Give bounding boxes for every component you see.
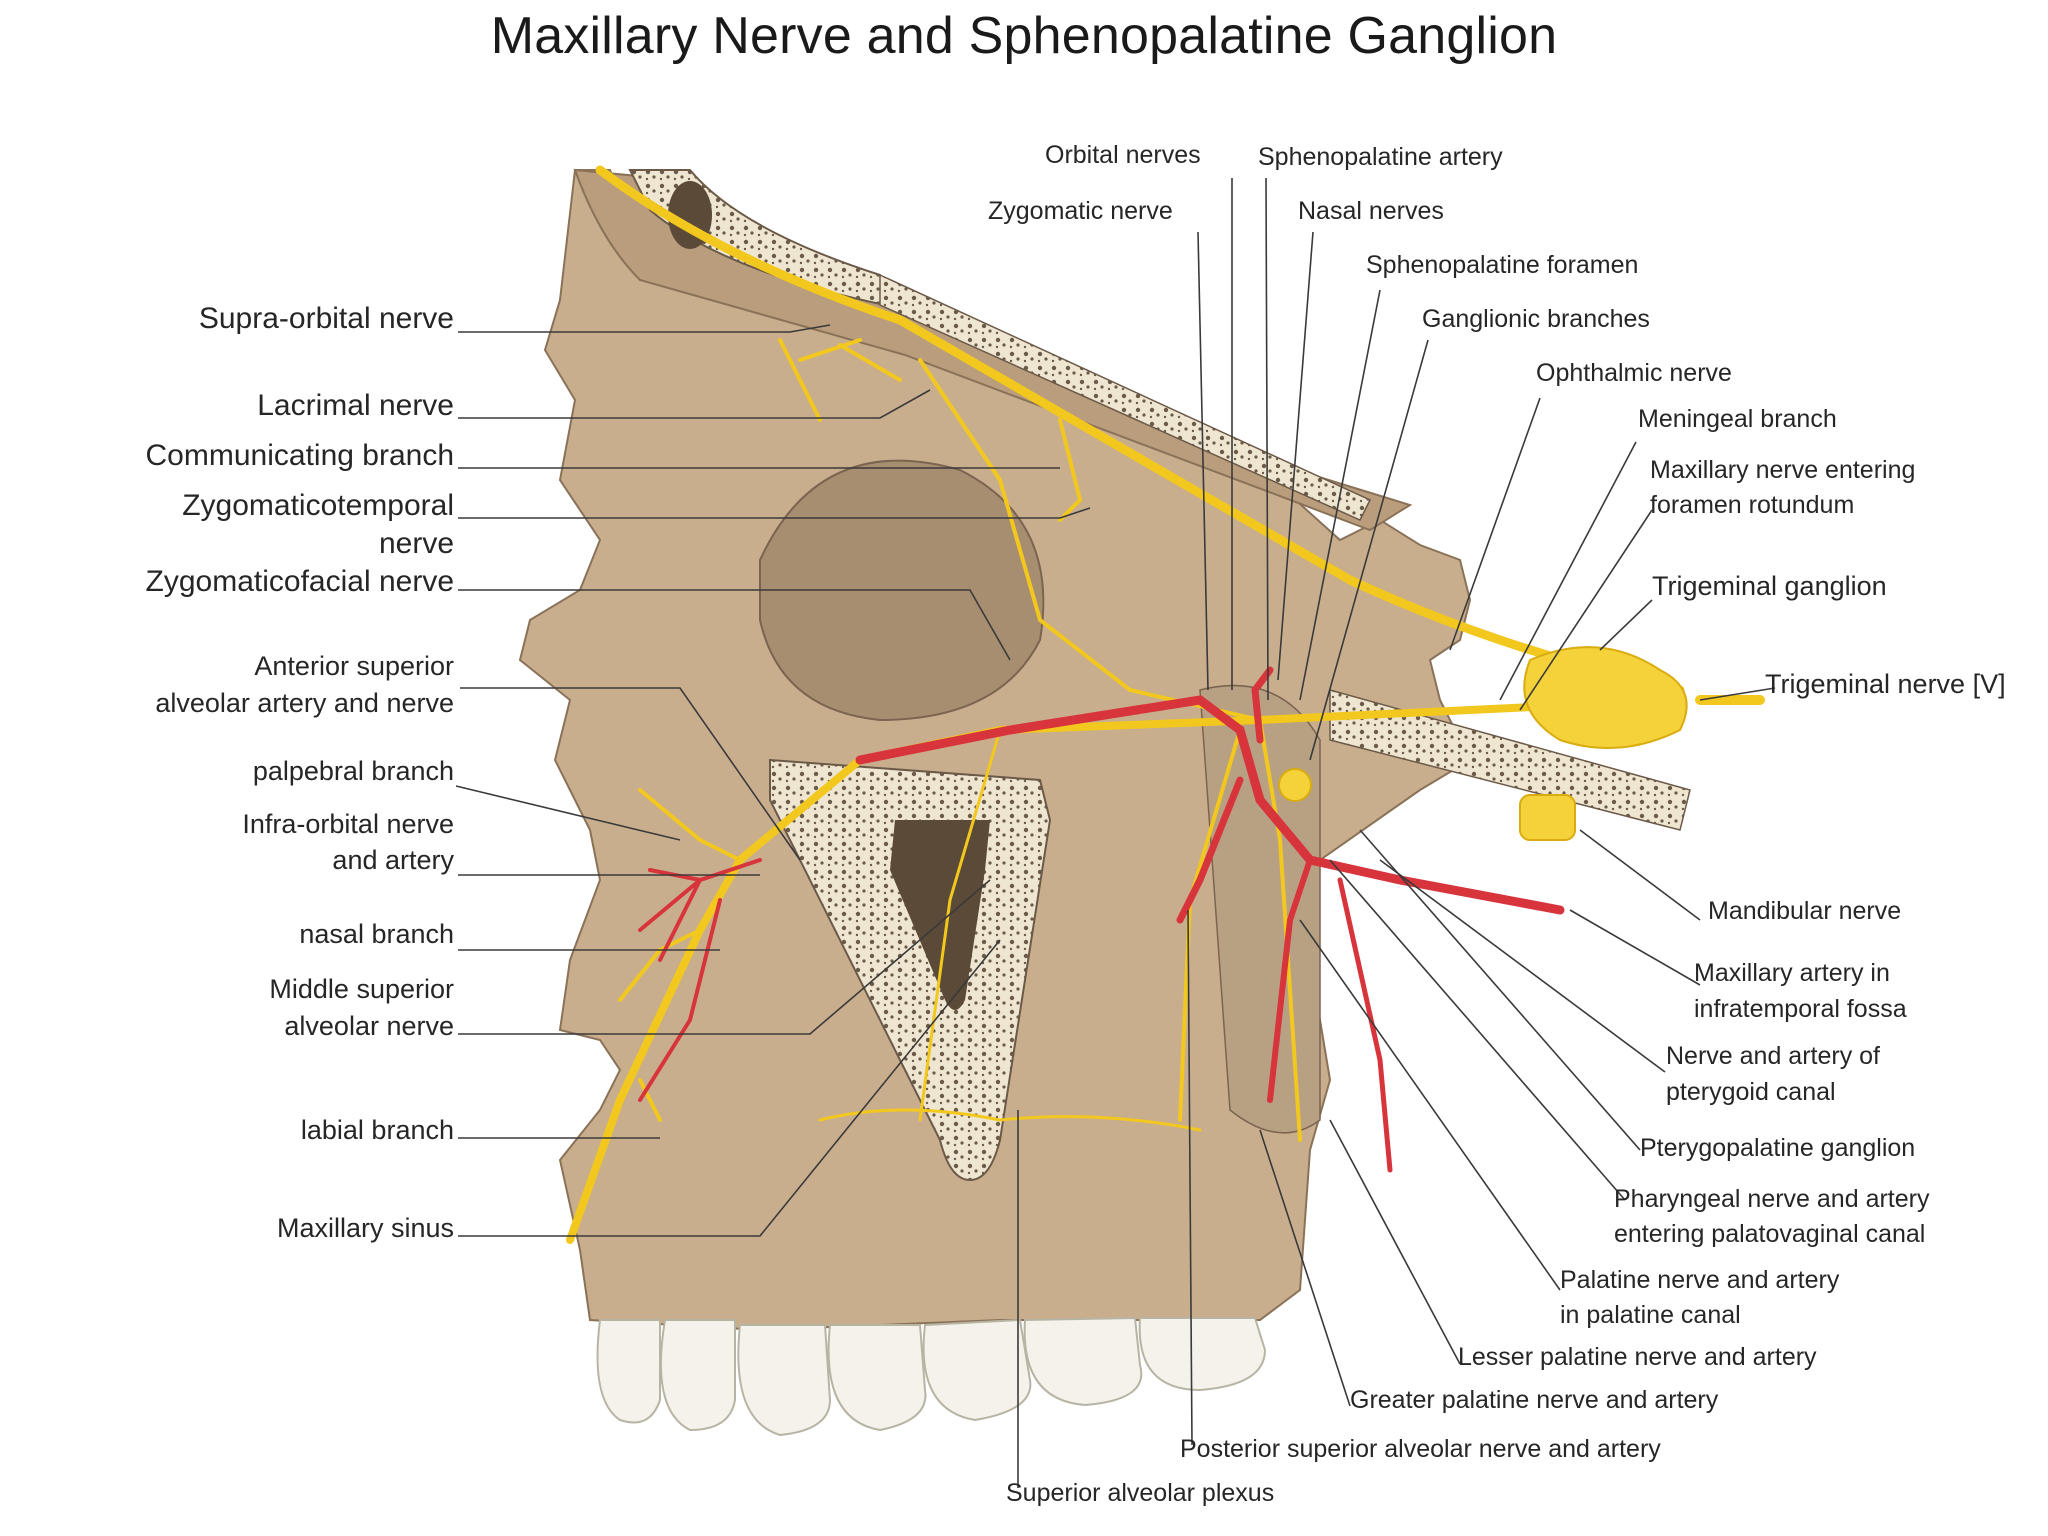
label-pterygoid-canal-2: pterygoid canal (1666, 1078, 1836, 1106)
label-ganglionic-branches: Ganglionic branches (1422, 305, 1650, 333)
label-lacrimal-nerve: Lacrimal nerve (257, 389, 454, 422)
label-middle-superior-2: alveolar nerve (284, 1011, 454, 1041)
label-supra-orbital-nerve: Supra-orbital nerve (198, 302, 454, 335)
label-palatine-canal-2: in palatine canal (1560, 1301, 1741, 1329)
label-nasal-branch: nasal branch (299, 919, 454, 949)
mandibular-nerve-stump (1519, 794, 1576, 841)
label-infra-orbital-1: Infra-orbital nerve (242, 809, 454, 839)
label-trigeminal-ganglion: Trigeminal ganglion (1652, 571, 1887, 601)
arteries (638, 666, 1565, 1173)
figure-title: Maxillary Nerve and Sphenopalatine Gangl… (490, 7, 1558, 65)
label-middle-superior-1: Middle superior (269, 974, 454, 1004)
label-trigeminal-nerve: Trigeminal nerve [V] (1765, 669, 2006, 699)
label-mandibular-nerve: Mandibular nerve (1708, 897, 1902, 925)
label-pterygopalatine-ganglion: Pterygopalatine ganglion (1640, 1134, 1916, 1162)
label-orbital-nerves: Orbital nerves (1045, 141, 1201, 169)
trigeminal-ganglion (1523, 646, 1688, 749)
label-sphenopalatine-foramen: Sphenopalatine foramen (1366, 251, 1639, 279)
label-pharyngeal-2: entering palatovaginal canal (1614, 1220, 1926, 1248)
label-maxillary-artery-1: Maxillary artery in (1694, 959, 1890, 987)
label-maxillary-artery-2: infratemporal fossa (1694, 995, 1907, 1023)
label-infra-orbital-2: and artery (332, 845, 454, 875)
label-maxillary-sinus: Maxillary sinus (276, 1213, 454, 1243)
label-labial-branch: labial branch (300, 1115, 454, 1145)
label-maxillary-nerve-rotundum-2: foramen rotundum (1650, 491, 1855, 519)
label-palatine-canal-1: Palatine nerve and artery (1560, 1266, 1840, 1294)
maxillary-sinus (890, 820, 990, 1010)
label-superior-alveolar-plexus: Superior alveolar plexus (1006, 1479, 1275, 1507)
label-zygomatic-nerve: Zygomatic nerve (988, 197, 1173, 225)
sphenoid-section (1329, 689, 1691, 831)
label-ophthalmic-nerve: Ophthalmic nerve (1536, 359, 1732, 387)
label-sphenopalatine-artery: Sphenopalatine artery (1258, 143, 1503, 171)
label-greater-palatine: Greater palatine nerve and artery (1350, 1386, 1719, 1414)
label-zygomaticotemporal-2: nerve (378, 527, 454, 560)
label-zygomaticotemporal-1: Zygomaticotemporal (182, 489, 454, 522)
orbital-roof-section (879, 273, 1372, 521)
label-communicating-branch: Communicating branch (145, 439, 454, 472)
label-lesser-palatine: Lesser palatine nerve and artery (1458, 1343, 1817, 1371)
leader-lines (455, 177, 1776, 1488)
pterygopalatine-ganglion (1278, 768, 1312, 802)
nerves (566, 165, 1765, 1244)
label-zygomaticofacial-nerve: Zygomaticofacial nerve (145, 565, 454, 598)
label-maxillary-nerve-rotundum-1: Maxillary nerve entering (1650, 456, 1916, 484)
label-anterior-superior-1: Anterior superior (254, 651, 454, 681)
label-palpebral-branch: palpebral branch (252, 756, 454, 786)
label-meningeal-branch: Meningeal branch (1638, 405, 1837, 433)
teeth (596, 1316, 1267, 1437)
label-nasal-nerves: Nasal nerves (1298, 197, 1444, 225)
label-pharyngeal-1: Pharyngeal nerve and artery (1614, 1185, 1930, 1213)
label-posterior-superior-alveolar: Posterior superior alveolar nerve and ar… (1180, 1435, 1661, 1463)
label-pterygoid-canal-1: Nerve and artery of (1666, 1042, 1880, 1070)
label-anterior-superior-2: alveolar artery and nerve (155, 688, 454, 718)
